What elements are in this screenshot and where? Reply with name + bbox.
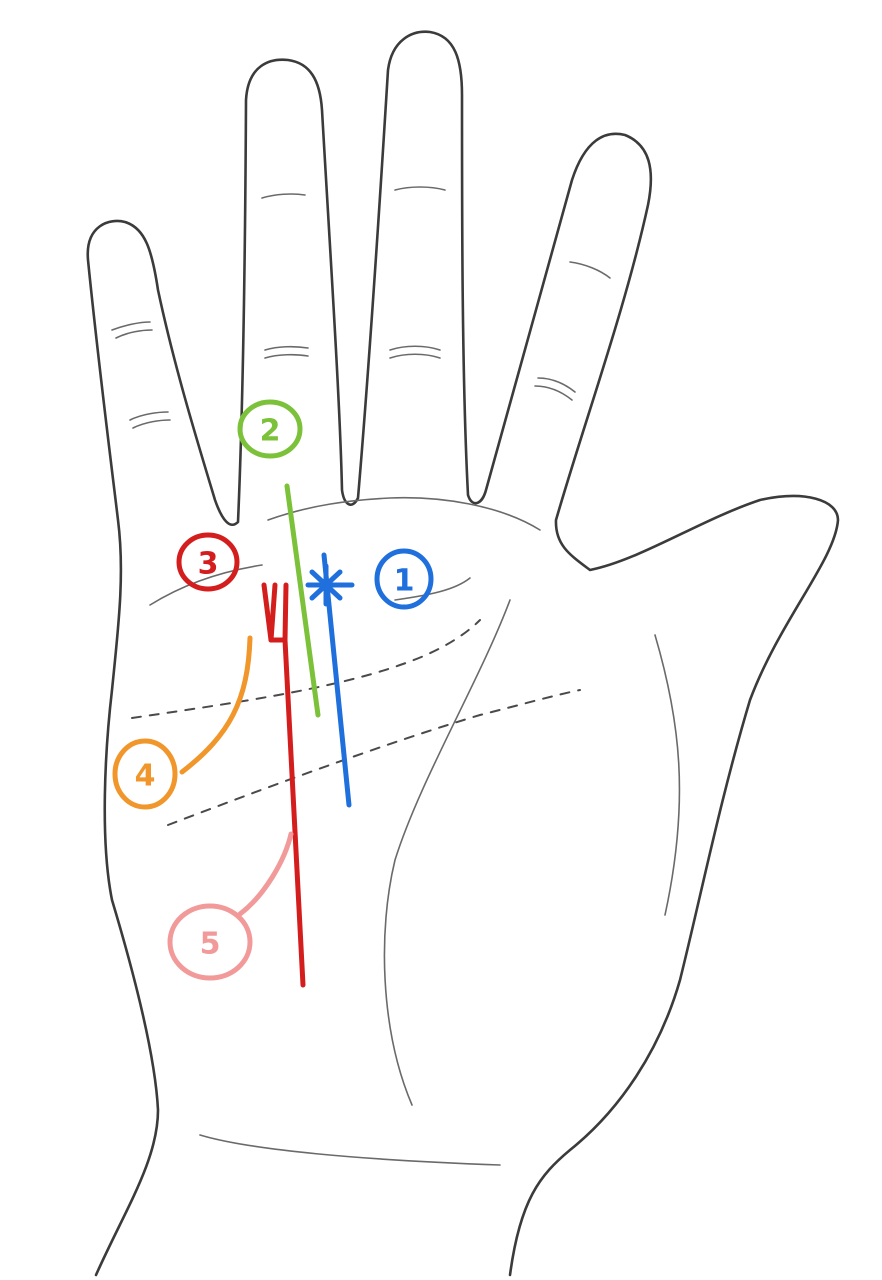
dashed-line-heart — [131, 619, 481, 719]
finger-crease — [534, 385, 573, 401]
label-4-badge: 4 — [112, 738, 178, 810]
life-line — [383, 599, 511, 1106]
finger-crease — [389, 353, 441, 359]
finger-crease — [389, 345, 441, 351]
finger-crease — [264, 353, 309, 359]
finger-crease — [569, 261, 611, 279]
wrist-crease — [199, 1134, 501, 1166]
label-2-text: 2 — [260, 414, 281, 449]
finger-crease — [394, 186, 446, 191]
label-3-badge: 3 — [176, 532, 240, 592]
finger-crease — [537, 377, 576, 393]
leader-4 — [179, 635, 253, 775]
label-4-text: 4 — [135, 759, 156, 794]
leader-5 — [237, 831, 294, 917]
finger-crease — [132, 419, 171, 429]
finger-crease — [111, 321, 151, 331]
label-5-badge: 5 — [167, 903, 253, 981]
finger-crease — [115, 329, 153, 339]
line-2 — [284, 483, 321, 718]
line-3 — [261, 582, 306, 988]
label-2-badge: 2 — [237, 399, 303, 459]
label-1-text: 1 — [394, 564, 415, 599]
label-5-text: 5 — [200, 927, 221, 962]
finger-crease — [264, 345, 309, 351]
dashed-line-head — [167, 689, 581, 826]
finger-crease — [261, 193, 306, 199]
thumb-crease — [654, 634, 681, 916]
heart-line-end — [394, 577, 471, 601]
label-1-badge: 1 — [374, 548, 434, 610]
heart-line — [149, 564, 263, 606]
label-3-text: 3 — [198, 547, 219, 582]
base-crease — [267, 496, 541, 531]
hand-outline — [86, 30, 840, 1277]
finger-crease — [129, 411, 169, 421]
star-mark — [305, 563, 355, 607]
